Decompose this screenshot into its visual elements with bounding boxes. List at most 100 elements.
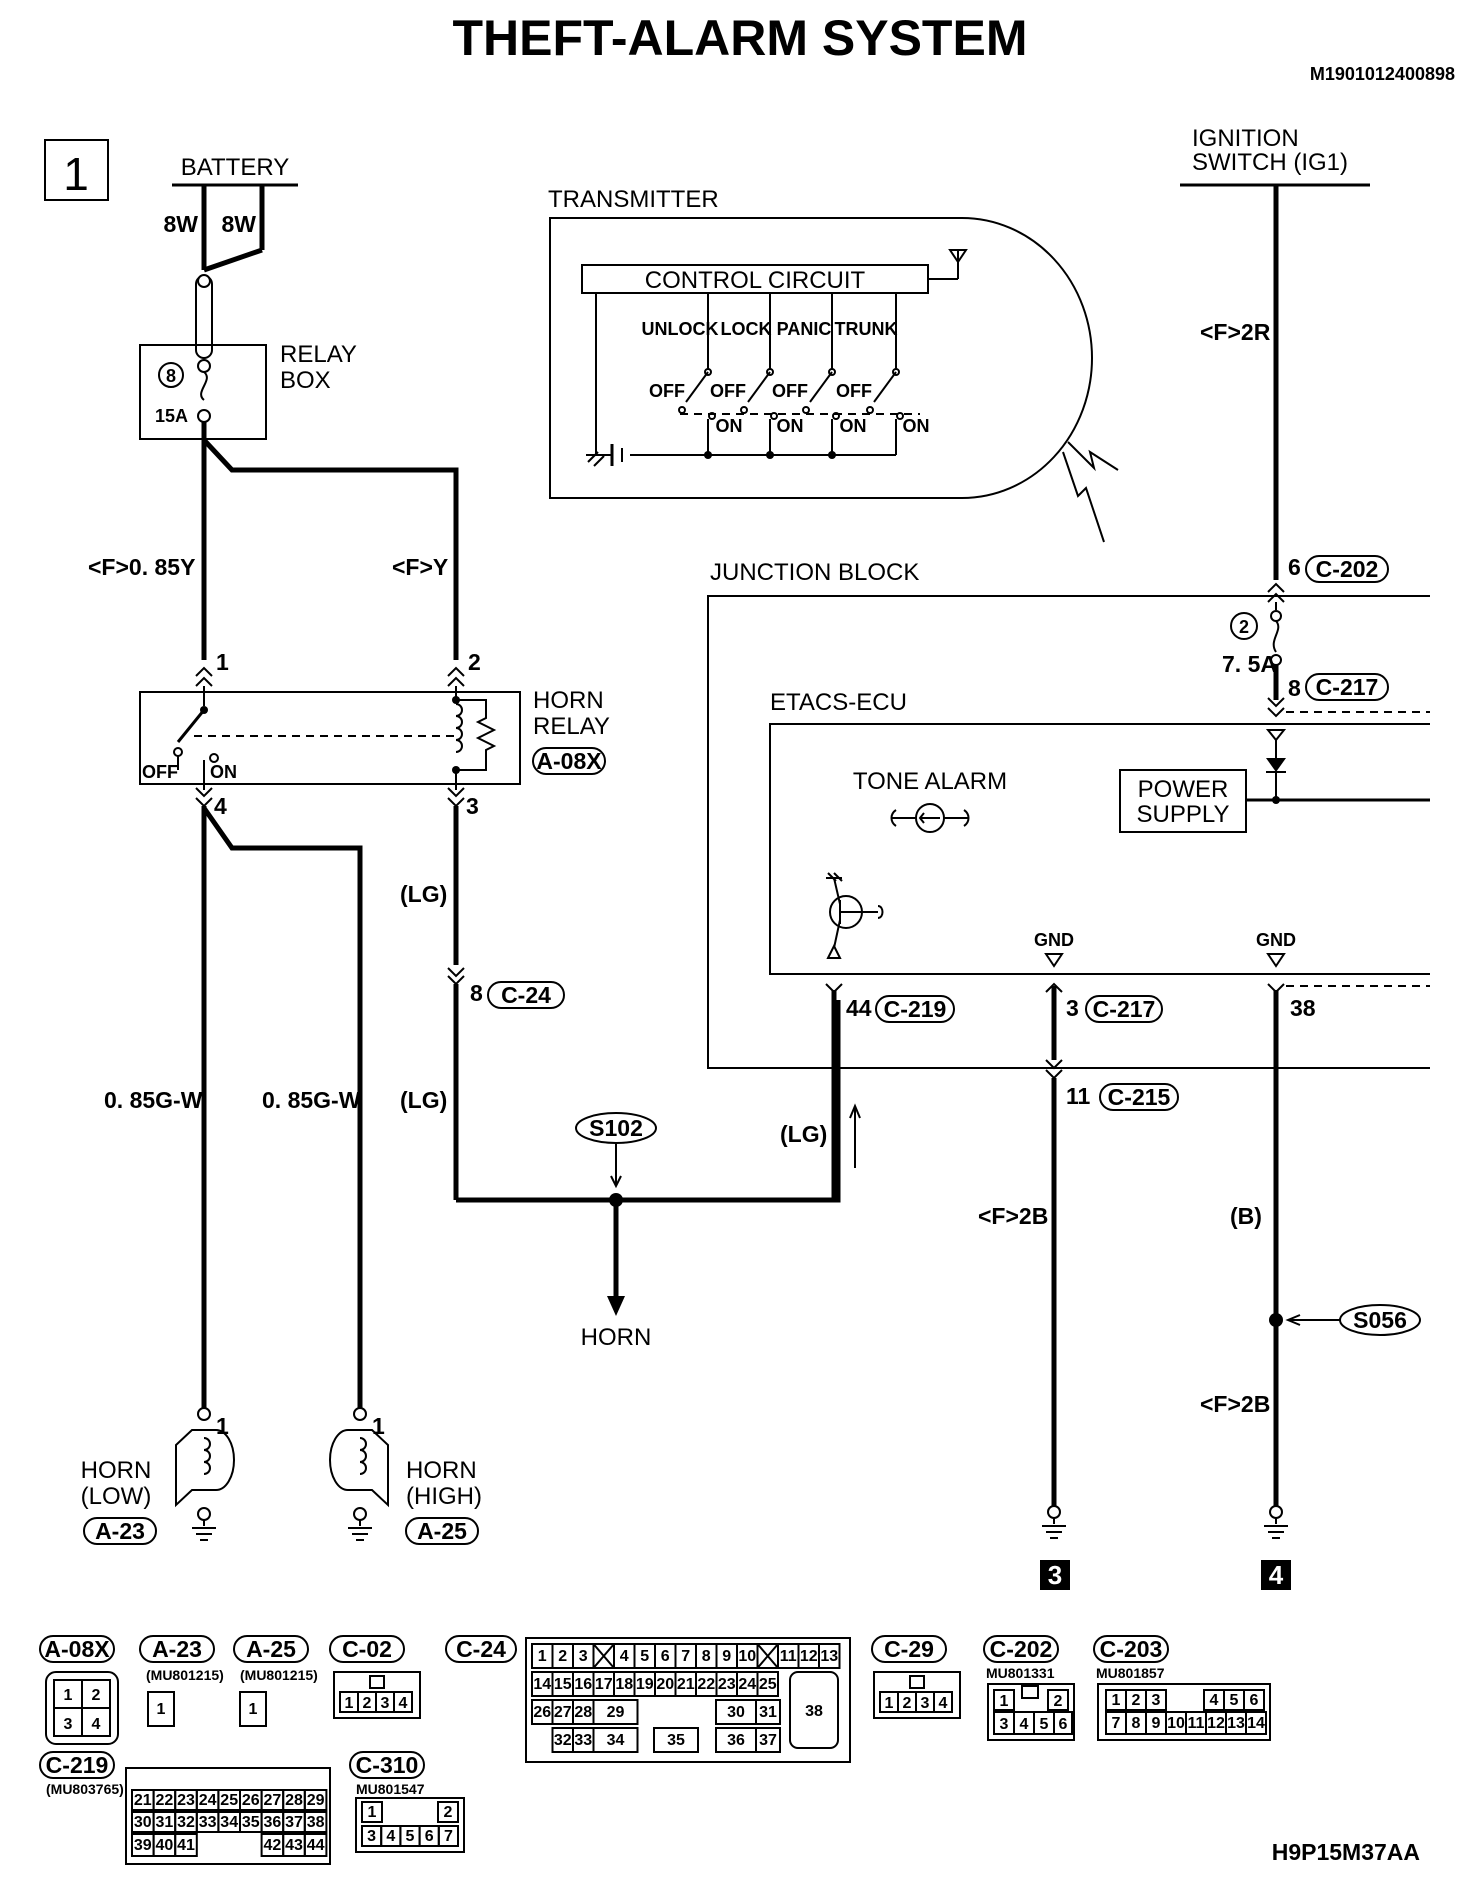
c219-pin: 44 [307,1837,325,1854]
junction-block: JUNCTION BLOCK 6 C-202 2 7. 5A 8 C-217 [707,554,1430,1069]
c24-pin-cell [818,1643,841,1669]
horn-relay-connector: A-08X [536,748,602,774]
c24-pin: 17 [595,1676,613,1693]
c219-pin: 40 [156,1837,174,1854]
c24-pin: 22 [697,1676,715,1693]
legend-a23: A-23 (MU801215) 1 [139,1635,224,1727]
connector-c217-top: C-217 [1316,674,1379,700]
c219-pin-cell [303,1789,328,1811]
transmitter-switch-panic: PANIC OFF ON [772,293,867,459]
c24-pin: 9 [722,1648,731,1665]
c219-pin: 39 [134,1837,152,1854]
a23-pin-1: 1 [157,1701,166,1718]
c202-pin: 2 [1054,1693,1063,1710]
c24-pin-cell [756,1671,779,1697]
relay-box-label-2: BOX [280,367,331,394]
horn-relay-label-2: RELAY [533,713,610,740]
c24-pin: 5 [640,1648,649,1665]
transmitter-switch-lock: LOCK OFF ON [710,293,804,459]
switch-lock-on: ON [777,416,804,436]
tone-alarm-label: TONE ALARM [853,768,1007,795]
a08x-pin-3: 3 [64,1716,73,1733]
wire-label-horn-high: 0. 85G-W [262,1087,361,1113]
c24-pin: 24 [738,1676,756,1693]
horn-high-label-2: (HIGH) [406,1483,482,1510]
c24-pin: 11 [780,1648,797,1665]
legend-a25: A-25 (MU801215) 1 [233,1635,318,1727]
legend-c202-part: MU801331 [986,1665,1055,1681]
connector-c217-bottom-pin: 3 [1066,995,1079,1021]
splice-s102: S102 HORN (LG) [575,1103,861,1351]
c02-pin: 1 [345,1695,354,1712]
c219-pin: 31 [156,1814,174,1831]
gnd-label-2: GND [1256,930,1296,950]
legend-c219-label: C-219 [46,1752,109,1778]
c24-pin: 7 [681,1648,690,1665]
c24-pin: 25 [759,1676,777,1693]
c203-pin-cell [1145,1689,1167,1711]
horn-low-label-1: HORN [81,1457,152,1484]
wire-label-2r: <F>2R [1200,319,1271,345]
a08x-pin-2: 2 [92,1687,101,1704]
horn-relay-off: OFF [142,762,178,782]
switch-trunk-off: OFF [836,381,872,401]
battery-group: BATTERY 8W 8W [164,154,298,359]
c219-pin: 36 [264,1814,282,1831]
c310-pin: 5 [406,1828,415,1845]
c203-pin: 13 [1227,1715,1245,1732]
c24-pin: 6 [661,1648,670,1665]
wire-label-lg-1: (LG) [400,881,447,907]
relay-box-label-1: RELAY [280,341,357,368]
connector-c24-pin: 8 [470,980,483,1006]
c24-pin: 37 [759,1732,777,1749]
c24-pin: 36 [727,1732,745,1749]
c203-pin: 4 [1210,1692,1219,1709]
c24-pin: 28 [574,1704,592,1721]
c203-pin-cell [1245,1711,1267,1735]
wire-label-lg-2: (LG) [400,1087,447,1113]
connector-c217-top-pin: 8 [1288,675,1301,701]
c02-pin: 3 [381,1695,390,1712]
splice-s056-label: S056 [1353,1307,1407,1333]
connector-c215-pin: 11 [1066,1083,1091,1109]
c24-pin: 13 [820,1648,838,1665]
battery-label: BATTERY [181,154,289,181]
switch-trunk-label: TRUNK [835,319,898,339]
c219-pin: 29 [307,1792,325,1809]
c24-pin: 19 [636,1676,654,1693]
c24-pin: 4 [620,1648,629,1665]
c203-pin: 10 [1167,1715,1185,1732]
c219-pin: 32 [177,1814,195,1831]
c29-pin: 3 [921,1695,930,1712]
connector-c202-pin: 6 [1288,554,1301,580]
radio-wave-icon [1062,441,1119,543]
legend-c29-label: C-29 [884,1636,934,1662]
horn-relay-pin-3: 3 [466,793,479,819]
c219-pin: 24 [199,1792,217,1809]
connector-c217-bottom: C-217 [1093,996,1156,1022]
legend-c202-label: C-202 [990,1636,1053,1662]
c310-pin-cell [361,1801,383,1823]
relay-box: 8 15A RELAY BOX [139,341,357,440]
relay-box-output-wires: <F>0. 85Y <F>Y [88,422,459,660]
c24-pin: 16 [574,1676,592,1693]
c203-pin-cell [1243,1689,1265,1711]
ground-ref-4-label: 4 [1269,1560,1284,1590]
c24-pin: 12 [800,1648,818,1665]
transmitter-switch-unlock: UNLOCK OFF ON [642,293,743,459]
battery-wire-right: 8W [222,211,257,237]
c24-pin: 14 [533,1676,551,1693]
horn-output-label: HORN [581,1324,652,1351]
c219-pin-cell [303,1811,328,1833]
c24-pin: 21 [677,1676,695,1693]
connector-legend: A-08X 1 2 3 4 A-23 (MU801215) 1 A-25 (MU… [39,1635,1271,1865]
c310-pin: 1 [368,1804,377,1821]
legend-c02-label: C-02 [342,1636,392,1662]
horn-high-label-1: HORN [406,1457,477,1484]
c24-pin-cell [592,1727,639,1753]
c24-pin: 23 [718,1676,736,1693]
